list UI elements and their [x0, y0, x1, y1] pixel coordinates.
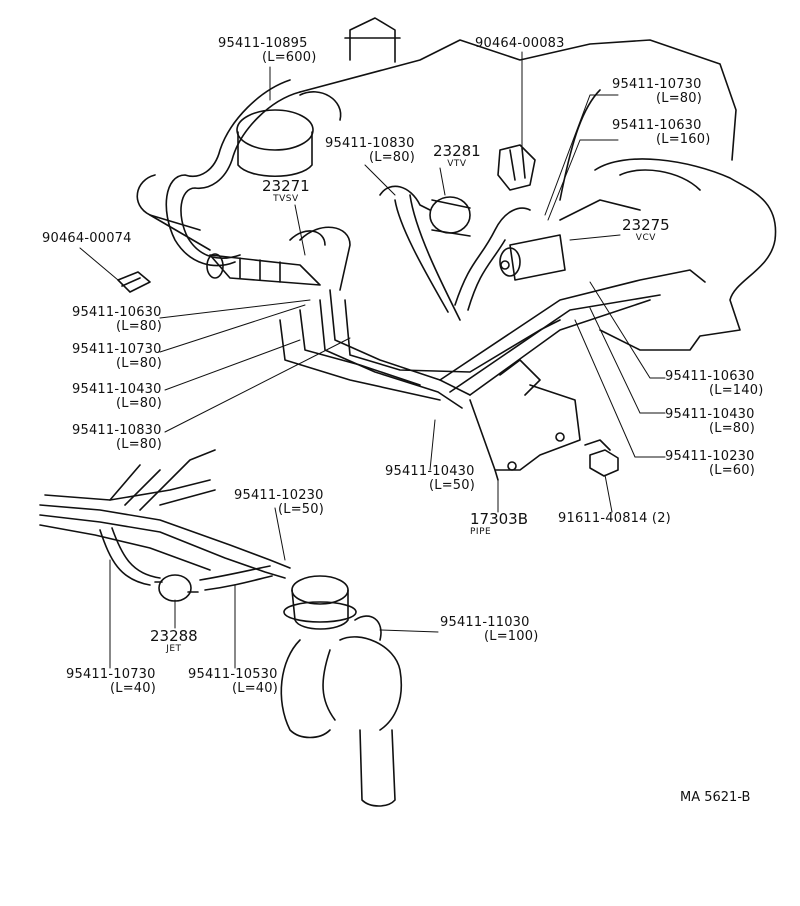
part-number: 95411-10630: [612, 118, 702, 133]
hose-label: 95411-10730 (L=80): [72, 343, 162, 371]
hose-label: 95411-10830 (L=80): [325, 137, 415, 165]
ref-sub: PIPE: [470, 527, 492, 537]
air-valve-top: [237, 92, 341, 176]
hose-label: 95411-10730 (L=80): [612, 78, 702, 106]
part-number: 95411-10430: [385, 464, 475, 479]
drawing-code: MA 5621-B: [680, 790, 751, 805]
ref-vtv: 23281 VTV: [433, 143, 481, 169]
part-number: 95411-10430: [72, 382, 162, 397]
ref-pipe: 17303B PIPE: [470, 511, 528, 537]
part-length: (L=80): [116, 356, 163, 371]
part-number: 95411-10230: [234, 488, 324, 503]
jet-component: [155, 575, 198, 601]
ref-sub: JET: [166, 644, 182, 654]
ref-vcv: 23275 VCV: [622, 217, 670, 243]
part-number: 95411-10730: [612, 77, 702, 92]
ref-number: 23288: [150, 627, 198, 645]
hose-label: 95411-10230 (L=60): [665, 450, 755, 478]
part-number: 95411-10530: [188, 667, 278, 682]
hose-label: 95411-10530 (L=40): [188, 668, 278, 696]
part-number: 95411-10630: [72, 305, 162, 320]
hose-bundle-upper: [166, 80, 705, 408]
part-number: 95411-10895: [218, 36, 308, 51]
engine-block-outline: [137, 18, 775, 350]
ref-number: 23275: [622, 216, 670, 234]
hose-label: 95411-10430 (L=80): [72, 383, 162, 411]
ref-jet: 23288 JET: [150, 628, 198, 654]
hose-label: 91611-40814 (2): [558, 512, 671, 526]
part-length: (L=80): [116, 396, 163, 411]
part-number: 95411-10630: [665, 369, 755, 384]
part-number: 90464-00083: [475, 36, 565, 51]
part-number: 95411-10830: [72, 423, 162, 438]
hose-label: 95411-10230 (L=50): [234, 489, 324, 517]
part-length: (L=40): [110, 681, 157, 696]
hose-label: 95411-10630 (L=160): [612, 119, 711, 147]
part-number: 95411-10830: [325, 136, 415, 151]
part-length: (L=80): [116, 437, 163, 452]
part-length: (L=100): [484, 629, 539, 644]
part-number: 90464-00074: [42, 231, 132, 246]
hose-label: 95411-10430 (L=80): [665, 408, 755, 436]
bolt: [585, 440, 618, 476]
hose-label: 95411-10630 (L=140): [665, 370, 764, 398]
hose-label: 95411-11030 (L=100): [440, 616, 539, 644]
part-number: 95411-11030: [440, 615, 530, 630]
ref-sub: VTV: [447, 159, 467, 169]
part-length: (L=140): [709, 383, 764, 398]
hose-bundle-lower: [40, 450, 290, 590]
part-length: (L=80): [709, 421, 756, 436]
lower-valve-assembly: [281, 576, 401, 806]
ref-number: 23281: [433, 142, 481, 160]
hose-label: 90464-00083: [475, 37, 565, 51]
hose-label: 95411-10630 (L=80): [72, 306, 162, 334]
hose-label: 95411-10830 (L=80): [72, 424, 162, 452]
hose-label: 90464-00074: [42, 232, 132, 246]
part-length: (L=40): [232, 681, 279, 696]
part-number: 95411-10230: [665, 449, 755, 464]
vtv-valve: [430, 197, 470, 236]
part-length: (L=80): [656, 91, 703, 106]
part-number: 91611-40814 (2): [558, 511, 671, 526]
part-length: (L=80): [369, 150, 416, 165]
part-length: (L=80): [116, 319, 163, 334]
pipe-bracket: [470, 360, 580, 480]
ref-sub: VCV: [635, 233, 656, 243]
part-length: (L=160): [656, 132, 711, 147]
hose-clip: [118, 272, 150, 292]
part-number: 95411-10430: [665, 407, 755, 422]
part-length: (L=50): [278, 502, 325, 517]
ref-sub: TVSV: [273, 194, 299, 204]
part-length: (L=600): [262, 50, 317, 65]
ref-number: 17303B: [470, 510, 529, 528]
part-length: (L=60): [709, 463, 756, 478]
part-number: 95411-10730: [72, 342, 162, 357]
leader-lines: [80, 52, 665, 668]
hose-label: 95411-10430 (L=50): [385, 465, 475, 493]
vcv-valve: [500, 235, 565, 280]
part-number: 95411-10730: [66, 667, 156, 682]
hose-label: 95411-10730 (L=40): [66, 668, 156, 696]
bracket-clip: [498, 145, 535, 190]
part-length: (L=50): [429, 478, 476, 493]
tvsv-valve: [207, 227, 350, 290]
ref-tvsv: 23271 TVSV: [262, 178, 310, 204]
hose-label: 95411-10895 (L=600): [218, 37, 317, 65]
ref-number: 23271: [262, 177, 310, 195]
